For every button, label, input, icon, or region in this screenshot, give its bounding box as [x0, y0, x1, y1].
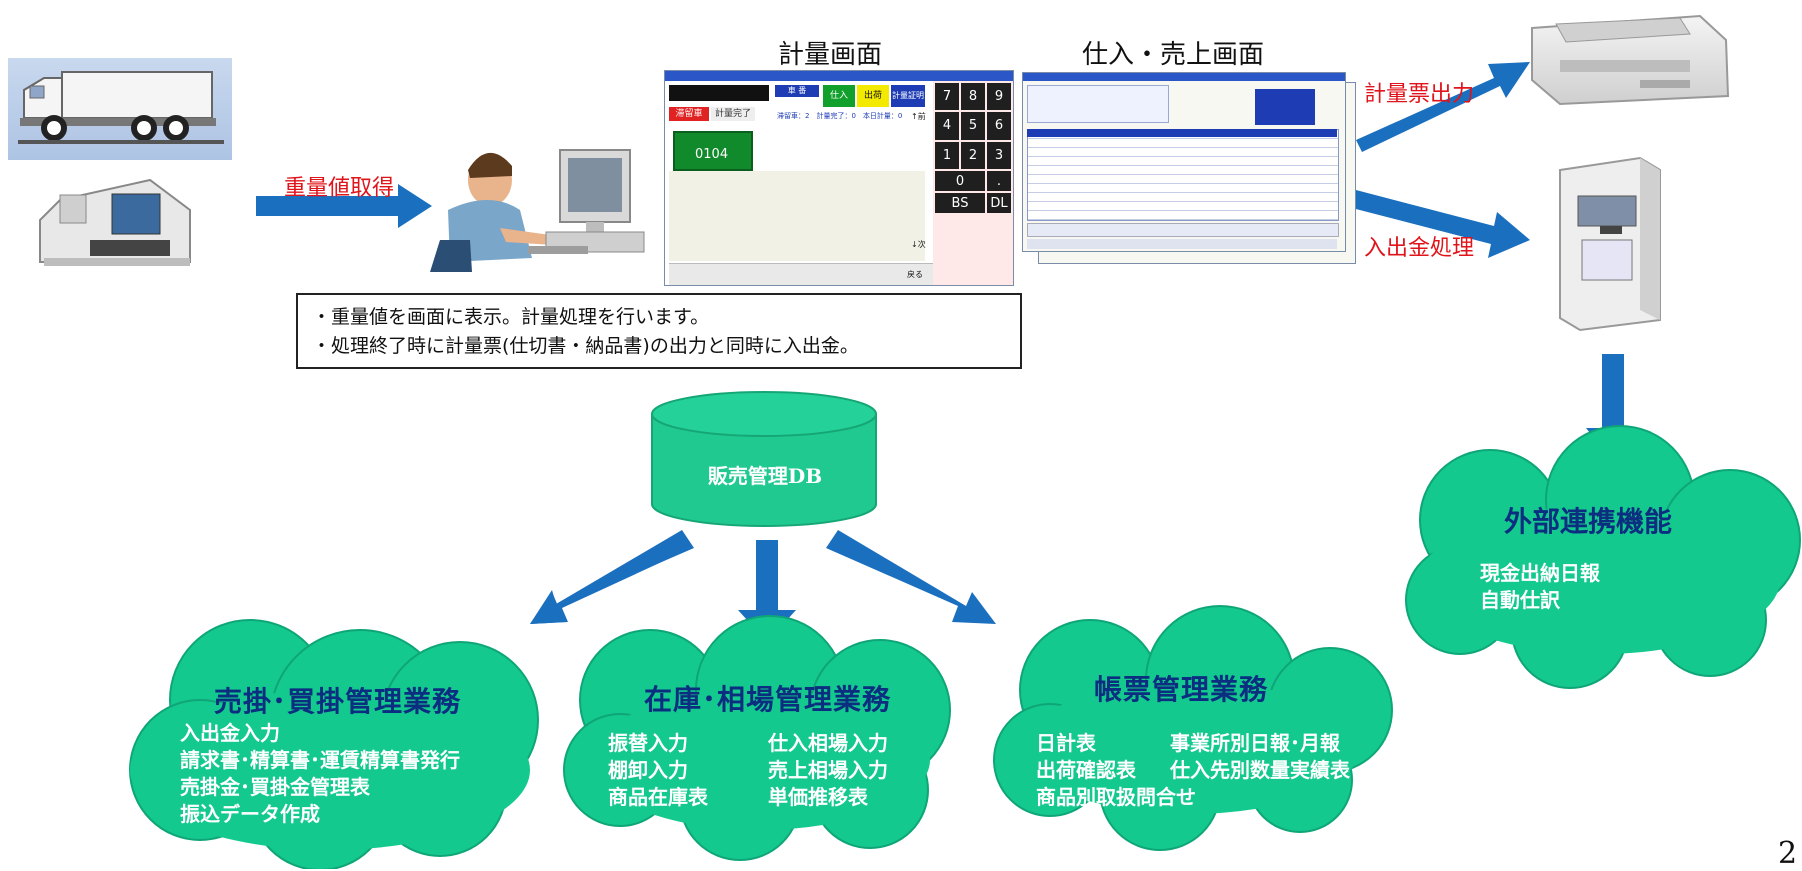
ship-button[interactable]: 出荷 [857, 85, 889, 107]
footer-totals [1027, 223, 1339, 237]
external-line: 現金出納日報 [1480, 561, 1600, 585]
cloud-inventory [563, 615, 951, 861]
cert-button[interactable]: 計量証明 [891, 85, 925, 107]
arrow-weight-acquire [256, 184, 432, 228]
ticket-machine-image [1559, 156, 1661, 332]
arrow-ticket-output [1356, 62, 1530, 152]
weight-acquire-label: 重量値取得 [284, 176, 395, 201]
page-number: 2 [1778, 836, 1798, 871]
key-0[interactable]: 0 [935, 171, 985, 191]
cloud-reports [993, 605, 1393, 851]
info-line-2: ・処理終了時に計量票(仕切書・納品書)の出力と同時に入出金。 [312, 335, 859, 357]
detail-grid [1027, 129, 1339, 221]
purchase-button[interactable]: 仕入 [823, 85, 855, 107]
function-key-bar [669, 263, 933, 285]
cloud-receivables [129, 619, 539, 869]
key-dot[interactable]: . [987, 171, 1011, 191]
weighing-indicator-image [39, 178, 191, 266]
inventory-right-line: 単価推移表 [768, 785, 868, 809]
database-cylinder [651, 391, 877, 527]
inventory-left-line: 振替入力 [608, 731, 688, 755]
key-7[interactable]: 7 [935, 83, 959, 111]
key-backspace[interactable]: BS [935, 193, 985, 213]
arrow-db-to-reports [826, 530, 996, 624]
external-line: 自動仕訳 [1480, 588, 1560, 612]
status-text: 滞留車：2 計量完了：0 本日計量：0 [777, 112, 903, 120]
numeric-keypad: 7 8 9 4 5 6 1 2 3 [935, 83, 1011, 169]
card-number: 0104 [695, 147, 729, 162]
key-6[interactable]: 6 [987, 112, 1011, 140]
key-2[interactable]: 2 [961, 141, 985, 169]
work-area [669, 171, 925, 261]
printer-image [1531, 14, 1730, 106]
operator-pc-image [430, 149, 645, 272]
nav-prev[interactable]: ↑前 [911, 112, 926, 121]
database-label: 販売管理DB [707, 464, 823, 488]
inventory-left-line: 棚卸入力 [608, 758, 688, 782]
purchase-sales-screen-title: 仕入・売上画面 [1082, 40, 1265, 70]
receivables-title: 売掛･買掛管理業務 [214, 685, 462, 718]
key-4[interactable]: 4 [935, 112, 959, 140]
arrow-db-to-receivables [530, 530, 694, 624]
reports-row-a: 商品別取扱問合せ [1036, 785, 1196, 809]
inventory-left-line: 商品在庫表 [608, 785, 708, 809]
button-bar [1027, 239, 1337, 249]
receivables-line: 入出金入力 [180, 721, 280, 745]
key-delete[interactable]: DL [987, 193, 1011, 213]
tab-waiting[interactable]: 滞留車 [669, 107, 709, 121]
reports-row-a: 出荷確認表 [1036, 758, 1136, 782]
key-3[interactable]: 3 [987, 141, 1011, 169]
receivables-line: 振込データ作成 [180, 802, 320, 826]
key-8[interactable]: 8 [961, 83, 985, 111]
truck-scale-image [8, 58, 232, 160]
vehicle-header: 車 番 [775, 85, 819, 97]
grid-header [1027, 129, 1337, 137]
receivables-line: 請求書･精算書･運賃精算書発行 [180, 748, 460, 772]
reports-row-a: 日計表 [1036, 731, 1096, 755]
key-1[interactable]: 1 [935, 141, 959, 169]
key-5[interactable]: 5 [961, 112, 985, 140]
reports-row-b: 事業所別日報･月報 [1170, 731, 1340, 755]
weight-display [669, 85, 769, 101]
window-titlebar [1023, 73, 1345, 81]
info-box: ・重量値を画面に表示。計量処理を行います。 ・処理終了時に計量票(仕切書・納品書… [296, 293, 1022, 369]
ticket-output-label: 計量票出力 [1364, 82, 1475, 107]
receivables-line: 売掛金･買掛金管理表 [180, 775, 370, 799]
external-title: 外部連携機能 [1504, 505, 1673, 538]
vehicle-card[interactable]: 0104 [673, 131, 753, 171]
weighing-screen-window: 滞留車 計量完了 車 番 仕入 出荷 計量証明 滞留車：2 計量完了：0 本日計… [664, 70, 1014, 286]
nav-next[interactable]: ↓次 [911, 240, 926, 249]
cash-processing-label: 入出金処理 [1364, 236, 1475, 261]
tab-done[interactable]: 計量完了 [711, 107, 755, 121]
reports-title: 帳票管理業務 [1094, 673, 1269, 706]
reports-row-b: 仕入先別数量実績表 [1170, 758, 1350, 782]
purchase-sales-window [1022, 72, 1346, 252]
window-titlebar [665, 71, 1013, 81]
header-form [1027, 85, 1169, 123]
inventory-title: 在庫･相場管理業務 [644, 683, 892, 716]
key-9[interactable]: 9 [987, 83, 1011, 111]
back-button[interactable]: 戻る [907, 270, 923, 279]
inventory-right-line: 仕入相場入力 [768, 731, 888, 755]
info-line-1: ・重量値を画面に表示。計量処理を行います。 [312, 306, 710, 328]
weighing-screen-title: 計量画面 [778, 40, 883, 70]
header-side-panel [1255, 89, 1315, 125]
inventory-right-line: 売上相場入力 [768, 758, 888, 782]
cloud-external [1405, 425, 1801, 689]
arrow-cash-processing [1352, 190, 1530, 258]
